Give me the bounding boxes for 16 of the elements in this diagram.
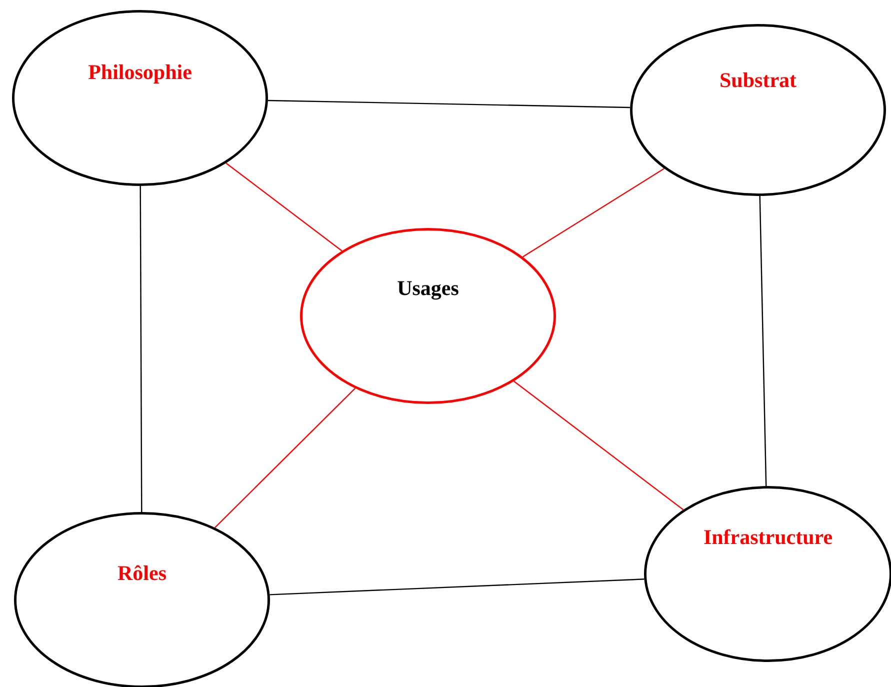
- connector-line: [226, 162, 342, 252]
- node-label: Rôles: [118, 560, 166, 587]
- node-label: Philosophie: [88, 59, 192, 86]
- connector-line: [268, 100, 630, 108]
- connector-line: [140, 186, 142, 512]
- connector-line: [514, 380, 684, 510]
- connector-line: [270, 578, 644, 596]
- connector-line: [214, 388, 356, 528]
- node-label: Usages: [397, 275, 459, 302]
- connector-line: [759, 196, 767, 486]
- ellipse-node: [630, 24, 886, 196]
- connector-line: [522, 168, 665, 258]
- ellipse-node: [300, 228, 556, 404]
- node-label: Infrastructure: [703, 524, 833, 551]
- ellipse-node: [12, 10, 268, 186]
- node-label: Substrat: [719, 67, 797, 94]
